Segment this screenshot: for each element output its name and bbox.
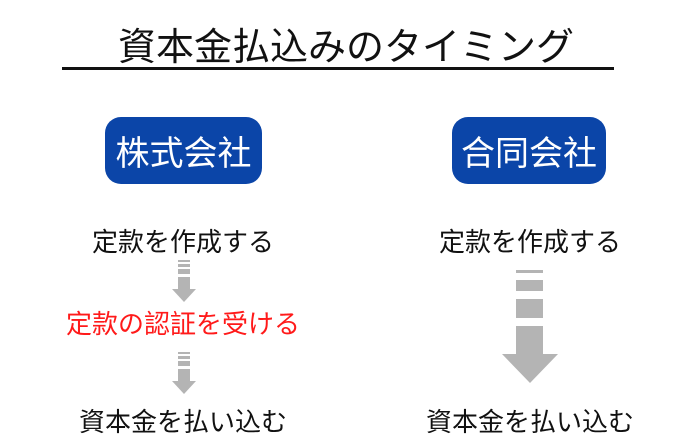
left-step-pay-capital: 資本金を払い込む: [78, 408, 287, 438]
left-step-create-articles: 定款を作成する: [91, 228, 274, 258]
right-step-pay-capital: 資本金を払い込む: [425, 408, 634, 438]
large-arrow-down-icon: [502, 270, 558, 383]
kabushiki-kaisha-badge: 株式会社: [105, 117, 262, 184]
title-underline: [62, 67, 614, 70]
page-title: 資本金払込みのタイミング: [117, 25, 574, 69]
arrow-down-icon: [172, 260, 196, 302]
arrow-down-icon: [172, 352, 196, 394]
left-step-notarize-articles: 定款の認証を受ける: [65, 310, 300, 340]
right-step-create-articles: 定款を作成する: [438, 228, 621, 258]
godo-kaisha-badge: 合同会社: [452, 117, 606, 184]
